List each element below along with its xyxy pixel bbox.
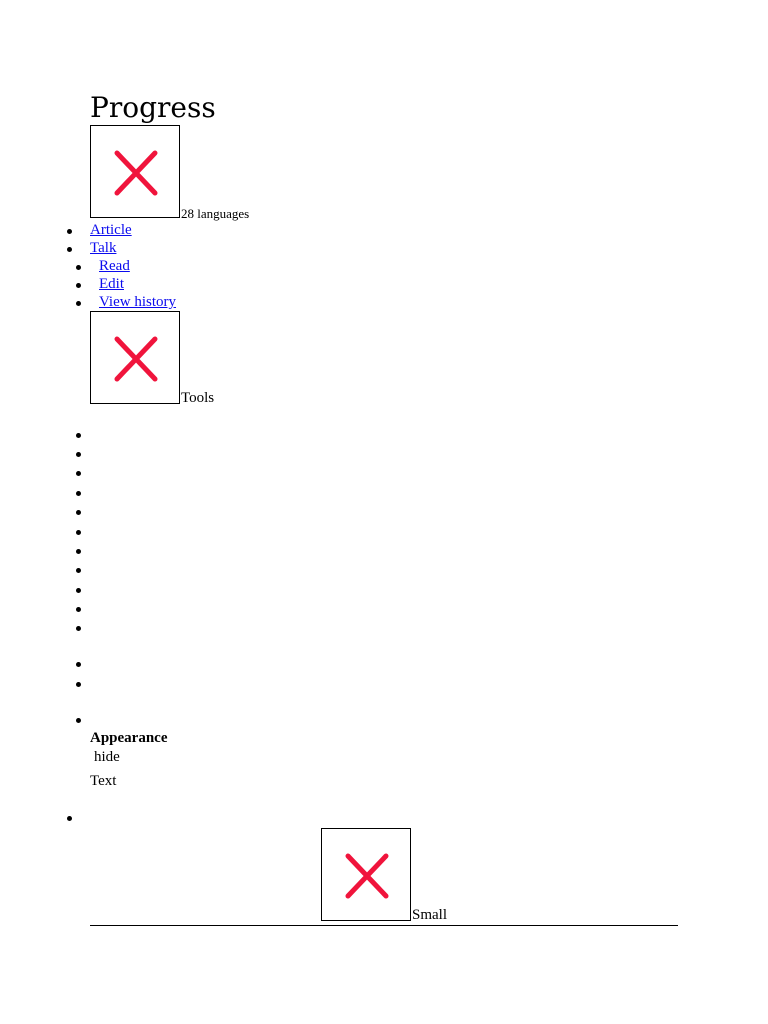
page-title: Progress <box>90 91 216 124</box>
languages-button-label[interactable]: 28 languages <box>181 206 250 221</box>
list-bullet <box>76 301 81 306</box>
tab-article[interactable]: Article <box>90 222 132 238</box>
broken-image-icon[interactable] <box>90 311 180 404</box>
list-bullet <box>67 247 72 252</box>
list-bullet <box>76 662 81 667</box>
list-bullet <box>76 568 81 573</box>
list-bullet <box>67 229 72 234</box>
list-bullet <box>76 265 81 270</box>
appearance-hide-button[interactable]: hide <box>94 749 120 765</box>
list-bullet <box>76 283 81 288</box>
broken-image-icon[interactable] <box>321 828 411 921</box>
tools-button-label[interactable]: Tools <box>181 390 215 406</box>
list-bullet <box>76 718 81 723</box>
text-size-heading: Text <box>90 773 117 789</box>
list-bullet <box>76 588 81 593</box>
tab-view-history[interactable]: View history <box>99 294 177 310</box>
list-bullet <box>67 816 72 821</box>
tab-read[interactable]: Read <box>99 258 130 274</box>
text-size-small-option[interactable]: Small <box>412 907 448 923</box>
appearance-heading: Appearance <box>90 730 168 746</box>
tab-edit[interactable]: Edit <box>99 276 124 292</box>
list-bullet <box>76 530 81 535</box>
list-bullet <box>76 626 81 631</box>
broken-image-icon[interactable] <box>90 125 180 218</box>
list-bullet <box>76 433 81 438</box>
list-bullet <box>76 510 81 515</box>
list-bullet <box>76 607 81 612</box>
list-bullet <box>76 682 81 687</box>
list-bullet <box>76 471 81 476</box>
list-bullet <box>76 452 81 457</box>
list-bullet <box>76 549 81 554</box>
divider <box>90 925 678 926</box>
tab-talk[interactable]: Talk <box>90 240 117 256</box>
list-bullet <box>76 491 81 496</box>
